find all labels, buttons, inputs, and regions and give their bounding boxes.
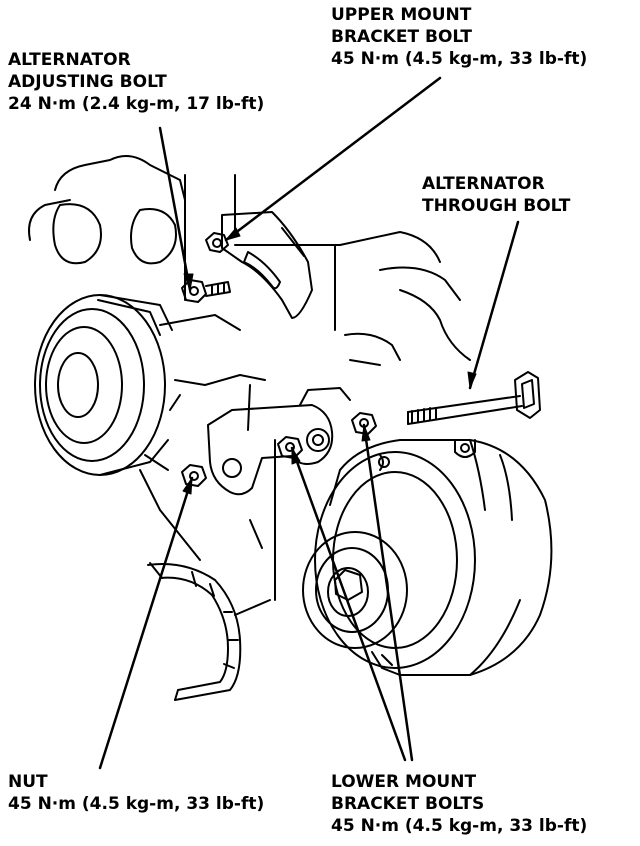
engine-block-outline [29, 156, 470, 615]
leader-nut [100, 478, 192, 768]
adjusting-bolt-torque: 24 N·m (2.4 kg-m, 17 lb-ft) [8, 94, 265, 114]
arrowhead-nut [183, 478, 192, 494]
upper-mount-bracket-bolt-callout: UPPER MOUNT BRACKET BOLT 45 N·m (4.5 kg-… [331, 4, 587, 70]
upper-mount-torque: 45 N·m (4.5 kg-m, 33 lb-ft) [331, 49, 588, 69]
nut [182, 465, 206, 486]
lower-mount-bracket [208, 388, 350, 494]
crank-pulley [35, 295, 172, 475]
lower-mount-torque: 45 N·m (4.5 kg-m, 33 lb-ft) [331, 816, 588, 836]
alternator-body [303, 440, 551, 675]
upper-mount-label-line1: UPPER MOUNT [331, 5, 472, 25]
nut-callout: NUT 45 N·m (4.5 kg-m, 33 lb-ft) [8, 771, 264, 815]
upper-mount-bracket [222, 212, 312, 318]
lower-mount-bracket-bolts-callout: LOWER MOUNT BRACKET BOLTS 45 N·m (4.5 kg… [331, 771, 587, 837]
nut-label: NUT [8, 772, 48, 792]
arrowhead-through-bolt [468, 372, 476, 388]
arrowhead-upper-mount [226, 228, 240, 240]
arrowhead-lower-bolt-1 [292, 448, 300, 464]
lower-mount-label-line2: BRACKET BOLTS [331, 794, 485, 814]
drive-belt [148, 563, 240, 700]
leader-adjusting-bolt [160, 128, 190, 290]
nut-torque: 45 N·m (4.5 kg-m, 33 lb-ft) [8, 794, 265, 814]
leader-upper-mount [226, 78, 440, 240]
alternator-adjusting-bolt-callout: ALTERNATOR ADJUSTING BOLT 24 N·m (2.4 kg… [8, 49, 264, 115]
leader-through-bolt [470, 222, 518, 388]
adjusting-bolt-label-line2: ADJUSTING BOLT [8, 72, 167, 92]
upper-mount-label-line2: BRACKET BOLT [331, 27, 473, 47]
upper-mount-bracket-bolt [206, 233, 228, 252]
adjusting-bolt-label-line1: ALTERNATOR [8, 50, 131, 70]
leader-arrowheads [183, 228, 476, 494]
leader-lower-bolt-1 [292, 448, 405, 760]
alternator-through-bolt-callout: ALTERNATOR THROUGH BOLT [422, 173, 570, 217]
arrowhead-lower-bolt-2 [362, 425, 370, 441]
lower-mount-label-line1: LOWER MOUNT [331, 772, 477, 792]
through-bolt-label-line2: THROUGH BOLT [422, 196, 571, 216]
leader-lines [100, 78, 518, 768]
through-bolt-label-line1: ALTERNATOR [422, 174, 545, 194]
leader-lower-bolt-2 [364, 425, 412, 760]
alternator-through-bolt [408, 372, 540, 424]
arrowhead-adjusting-bolt [184, 274, 193, 290]
